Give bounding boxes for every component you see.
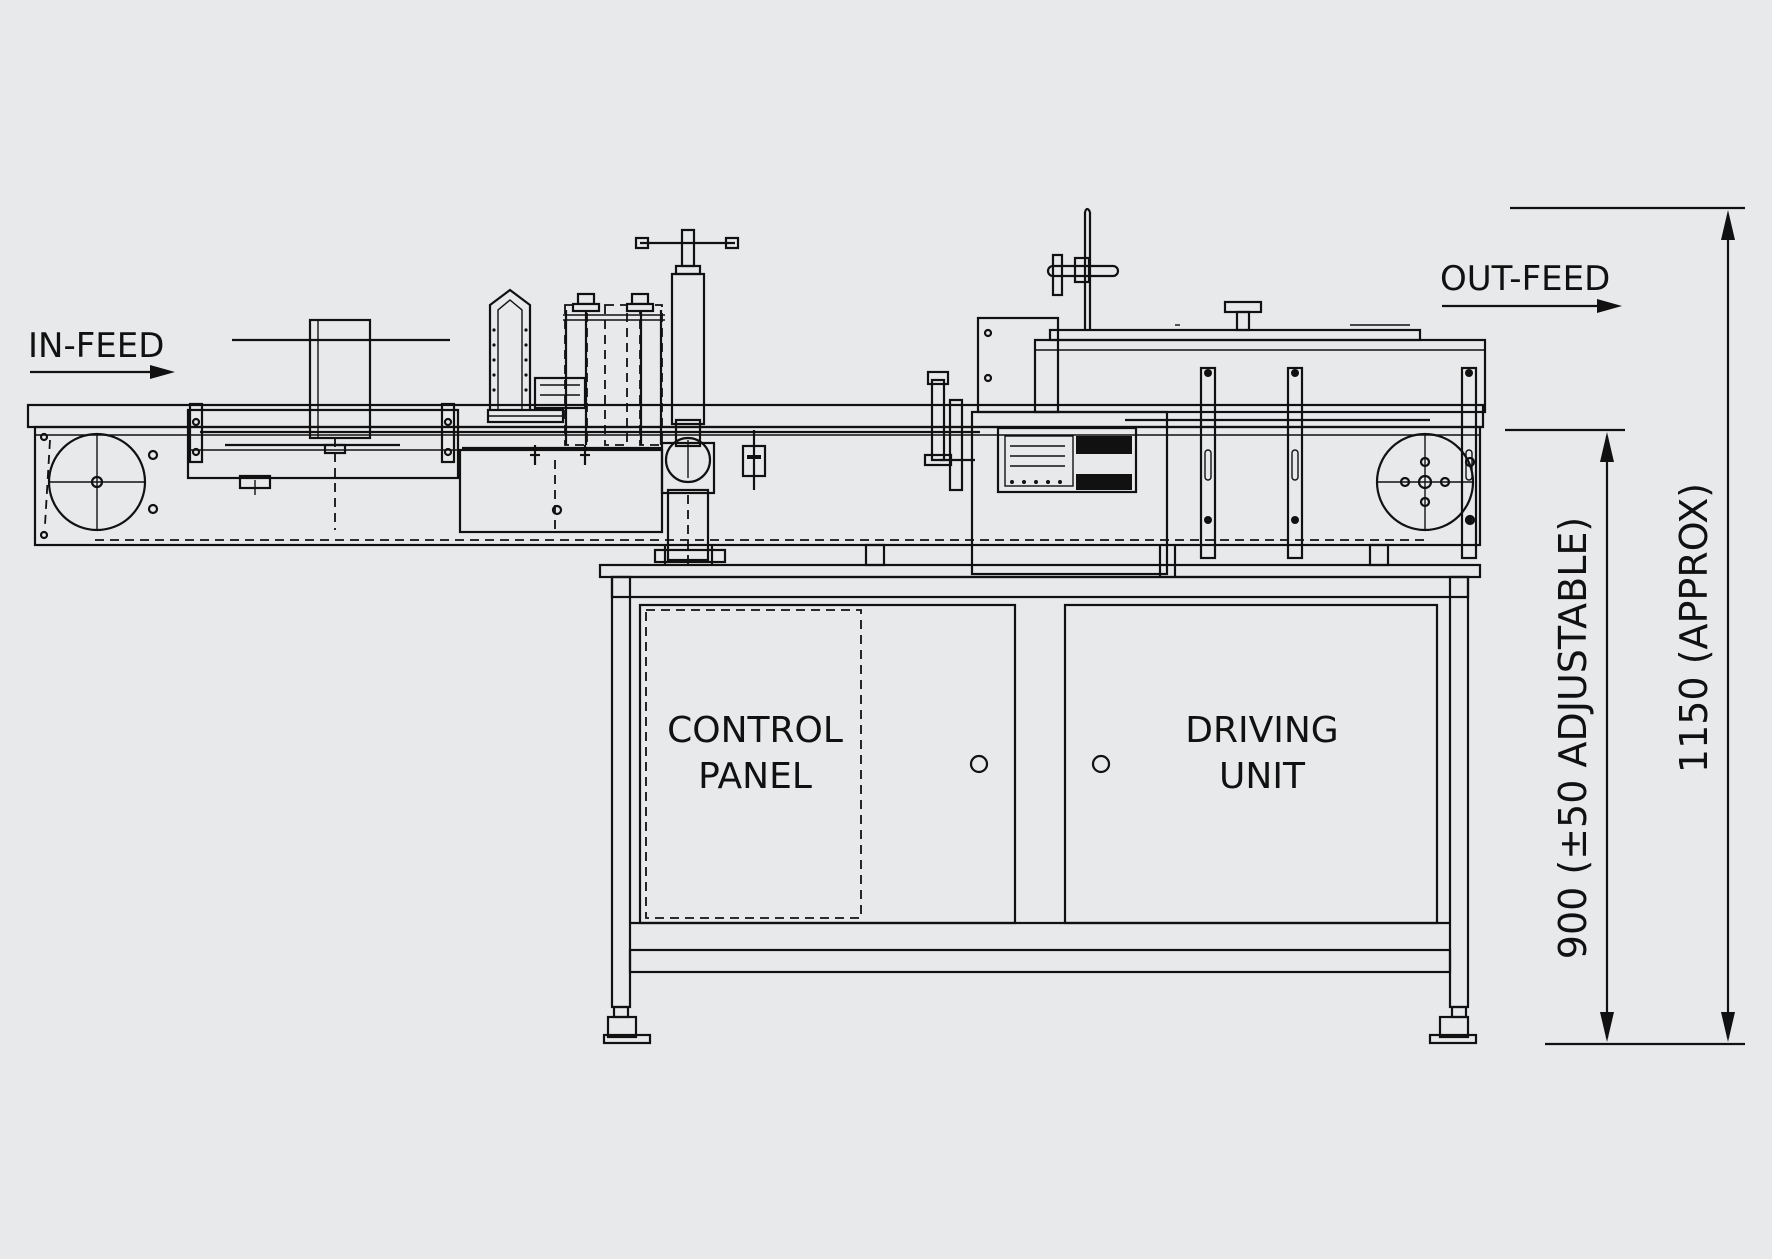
outfeed-label: OUT-FEED [1440, 259, 1610, 299]
control-panel-label-line1: CONTROL [667, 710, 843, 751]
outfeed-pulley [1375, 432, 1476, 532]
infeed-guide [186, 402, 460, 495]
driving-unit-label-line2: UNIT [1219, 756, 1306, 797]
label-applicator [458, 288, 665, 534]
cabinet [602, 575, 1478, 1045]
table-top [598, 543, 1482, 579]
conveyor [26, 403, 1485, 547]
height-adjustable-dimension: 900 (±50 ADJUSTABLE) [1551, 517, 1595, 959]
infeed-label: IN-FEED [28, 326, 164, 366]
guide-posts [1125, 366, 1478, 560]
bottle-separator [225, 318, 450, 530]
label-hood [1033, 207, 1487, 414]
dispenser-head [923, 370, 975, 492]
infeed-arrow [30, 365, 175, 379]
control-panel-label-line2: PANEL [698, 756, 812, 797]
height-adjust-post [634, 228, 767, 565]
height-total-dimension: 1150 (APPROX) [1672, 483, 1716, 773]
outfeed-arrow [1442, 299, 1622, 313]
infeed-pulley [39, 432, 159, 540]
dimension-lines [1505, 206, 1745, 1046]
front-control-box [970, 316, 1169, 576]
driving-unit-label-line1: DRIVING [1185, 710, 1338, 751]
